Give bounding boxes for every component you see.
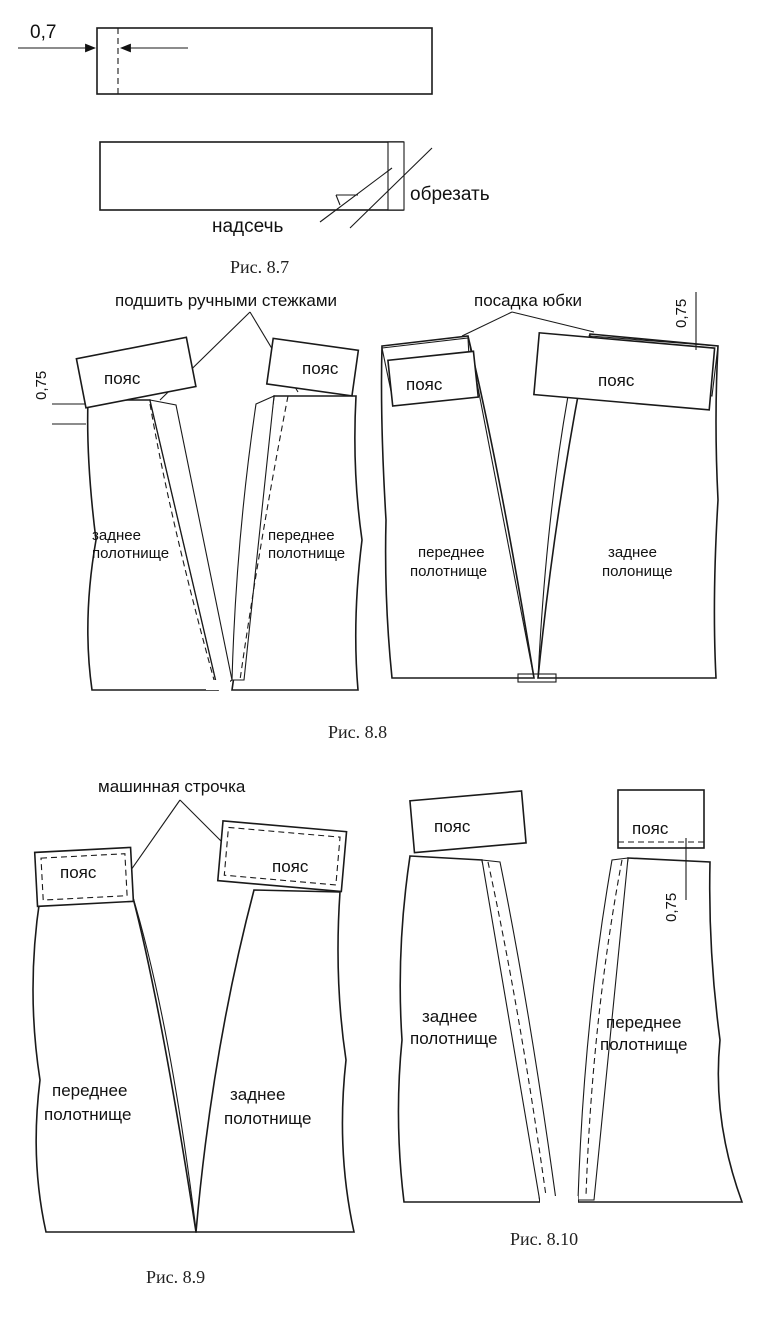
hand-stitch-left [149, 403, 215, 681]
panel-label: полотнище [224, 1109, 311, 1128]
back-panel [195, 889, 355, 1233]
stitch-line [487, 861, 547, 1197]
leader-line [461, 311, 513, 337]
panel-label: заднее [608, 544, 657, 561]
hand-stitch-right [239, 395, 289, 681]
dimension-label: 0,75 [673, 299, 690, 328]
waistband-3 [387, 350, 480, 407]
panel-label: полотнище [44, 1105, 131, 1124]
panel-label: полотнище [92, 545, 169, 562]
figure-caption: Рис. 8.8 [328, 722, 387, 742]
cut-off-portion [388, 142, 404, 210]
dimension-label: 0,7 [30, 22, 56, 43]
figure-8-8: подшить ручными стежками посадка юбки по… [33, 291, 719, 742]
seam-allowance [577, 857, 629, 1201]
waistband-4 [533, 331, 716, 411]
seam-allowance [149, 399, 233, 691]
front-panel [380, 335, 535, 679]
panel-label: переднее [418, 544, 485, 561]
panel-label: полотнище [268, 545, 345, 562]
panel-label: заднее [92, 527, 141, 544]
waistband-label: пояс [104, 369, 141, 388]
notch-label: надсечь [212, 216, 283, 237]
seam-allowance [481, 859, 557, 1203]
seam-allowance [231, 395, 275, 681]
dimension-label: 0,75 [663, 893, 680, 922]
stitch-line [585, 859, 623, 1197]
panel-label: заднее [230, 1085, 285, 1104]
waistband-2 [216, 820, 348, 893]
panel-label: полотнище [410, 563, 487, 580]
panel-label: заднее [422, 1007, 477, 1026]
waistband-1 [409, 790, 527, 854]
panel-label: полотнище [410, 1029, 497, 1048]
waistband-1 [33, 846, 135, 908]
front-panel-right [231, 395, 363, 691]
waistband-label: пояс [434, 817, 471, 836]
panel-label: переднее [268, 527, 335, 544]
panel-label: переднее [606, 1013, 681, 1032]
figure-8-9: машинная строчка пояс пояс переднее поло… [32, 777, 355, 1287]
back-panel [537, 333, 719, 679]
annotation-label: посадка юбки [474, 291, 582, 310]
leader-line [511, 311, 595, 333]
front-panel [32, 893, 197, 1233]
panel-label: полонище [602, 563, 673, 580]
waistband-label: пояс [598, 371, 635, 390]
waistband-label: пояс [632, 819, 669, 838]
waistband-label: пояс [60, 863, 97, 882]
leader-line [123, 799, 181, 881]
waistband-label: пояс [272, 857, 309, 876]
figure-caption: Рис. 8.9 [146, 1267, 205, 1287]
waistband-2 [617, 789, 705, 849]
cut-label: обрезать [410, 184, 490, 205]
figure-caption: Рис. 8.7 [230, 257, 289, 277]
back-panel-left [86, 399, 220, 691]
belt-strip-top [96, 27, 433, 95]
figure-caption: Рис. 8.10 [510, 1229, 578, 1249]
figure-8-10: пояс пояс 0,75 заднее полотнище переднее… [397, 789, 744, 1249]
waistband-1 [75, 336, 197, 409]
figure-8-7: 0,7 обрезать надсечь Рис. 8.7 [18, 22, 490, 277]
waistband-2 [265, 337, 360, 397]
cut-pointer-line [349, 147, 433, 229]
panel-label: полотнище [600, 1035, 687, 1054]
belt-strip-hatched [99, 141, 404, 211]
waistband-label: пояс [406, 375, 443, 394]
annotation-label: подшить ручными стежками [115, 291, 337, 310]
annotation-label: машинная строчка [98, 777, 246, 796]
dimension-label: 0,75 [33, 371, 50, 400]
waistband-label: пояс [302, 359, 339, 378]
notch-pointer-line [319, 167, 393, 223]
panel-label: переднее [52, 1081, 127, 1100]
